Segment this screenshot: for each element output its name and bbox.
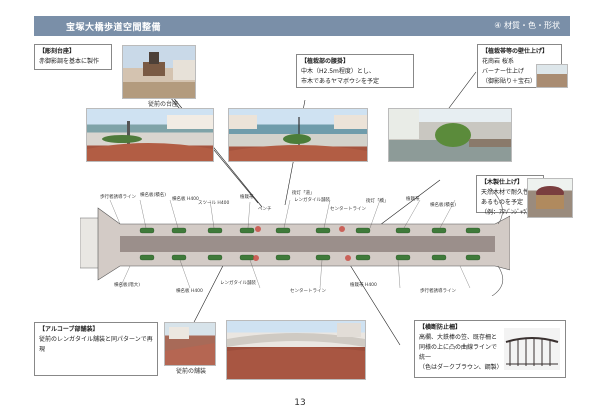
alcove-rendering-illustration [227,323,365,379]
plan-label: 植栽帯 [240,193,254,200]
plan-label: 横名板 H400 [176,287,203,294]
bridge-rendering-center [228,108,368,162]
callout-alcove: 【アルコーブ部舗装】 従前のレンガタイル舗装と同パターンで再現 [34,322,158,376]
paving-photo [164,322,216,366]
page-header: 宝塚大橋歩道空間整備 ④ 材質・色・形状 [34,16,570,36]
plan-label: センタートライン [290,287,326,294]
callout-planter-heading: 【植栽部の腰掛】 [301,58,350,65]
monument-illustration [123,52,195,82]
plan-label: レンガタイル舗装 [294,196,330,203]
callout-alcove-line: 従前のレンガタイル舗装と同パターンで再現 [39,336,153,353]
monument-photo [122,45,196,99]
plan-label: 歩行者誘導ライン [100,193,136,200]
callout-planter-finish-heading: 【植栽帯等の壁仕上げ】 [482,48,549,55]
plan-label: 植栽帯 H400 [350,281,377,288]
planter-finish-photo [536,64,568,88]
callout-wood-heading: 【木製仕上げ】 [481,179,524,186]
west-rendering-illustration [87,115,213,161]
plan-label: 横名板(階大) [114,281,140,288]
plan-label: センタートライン [330,205,366,212]
plan-label: 街灯「橋」 [366,197,389,204]
callout-railing-line-4: （色はダークブラウン、鋼製） [419,364,503,371]
callout-railing-heading: 【横断防止柵】 [419,324,462,331]
callout-railing-line-2: 同様の上に凸の曲線ラインで [419,344,498,351]
callout-wood-line-1: 天然木材で耐久性の [481,189,536,196]
plan-label: レンガタイル舗装 [220,279,256,286]
callout-monument-line: 赤御影調を基本に製作 [39,58,100,65]
monument-photo-caption: 従前の台座 [148,101,179,108]
center-rendering-illustration [229,115,367,161]
callout-alcove-heading: 【アルコーブ部舗装】 [39,326,99,333]
callout-planter-line-2: 市木であるヤマボウシを予定 [301,78,379,85]
plan-label: 横名板(積名) [430,201,456,208]
callout-planter: 【植栽部の腰掛】 中木（H2.5m程度）とし、 市木であるヤマボウシを予定 [296,54,414,88]
callout-planter-finish-line-2: バーナー仕上げ [482,68,525,75]
railing-photo [504,328,560,370]
callout-railing-line-1: 高欄、大鉄棒の笠、既存柵と [419,334,498,341]
east-rendering-illustration [389,109,511,147]
section-label: ④ 材質・色・形状 [494,21,560,30]
wood-bench-illustration [536,186,564,209]
plan-label: 街灯「道」 [292,189,315,196]
alcove-rendering [226,320,366,380]
callout-planter-finish-line-3: （御影貼り＋宝石） [482,78,537,85]
plan-label: ベンチ [258,206,272,212]
plan-drawing: 歩行者誘導ライン 横名板(積名) 横名板 H400 スツール H400 植栽帯 … [80,188,510,296]
callout-monument: 【彫刻台座】 赤御影調を基本に製作 [34,44,112,70]
page-title: 宝塚大橋歩道空間整備 [66,23,162,33]
paving-illustration [165,327,215,365]
plan-label: 横名板 H400 [172,195,199,202]
plan-label: 横名板(積名) [140,191,166,198]
plan-label: スツール H400 [198,200,230,206]
plan-label: 植栽帯 [406,195,420,202]
plan-label: 歩行者誘導ライン [420,287,456,294]
callout-planter-finish-line-1: 花崗岩 桜系 [482,58,514,65]
paving-photo-caption: 従前の舗装 [176,368,207,375]
bridge-rendering-east [388,108,512,162]
callout-railing-line-3: 統一 [419,354,432,361]
callout-planter-line-1: 中木（H2.5m程度）とし、 [301,68,375,75]
page-number: 13 [294,398,306,408]
bridge-rendering-west [86,108,214,162]
wood-bench-photo [527,178,573,218]
callout-wood-line-3: （例：ｱﾏｿﾞﾝｼﾞｬﾗ） [481,209,533,216]
callout-monument-heading: 【彫刻台座】 [39,48,76,55]
callout-wood-line-2: あるものを予定 [481,199,524,206]
railing-illustration [505,337,559,366]
